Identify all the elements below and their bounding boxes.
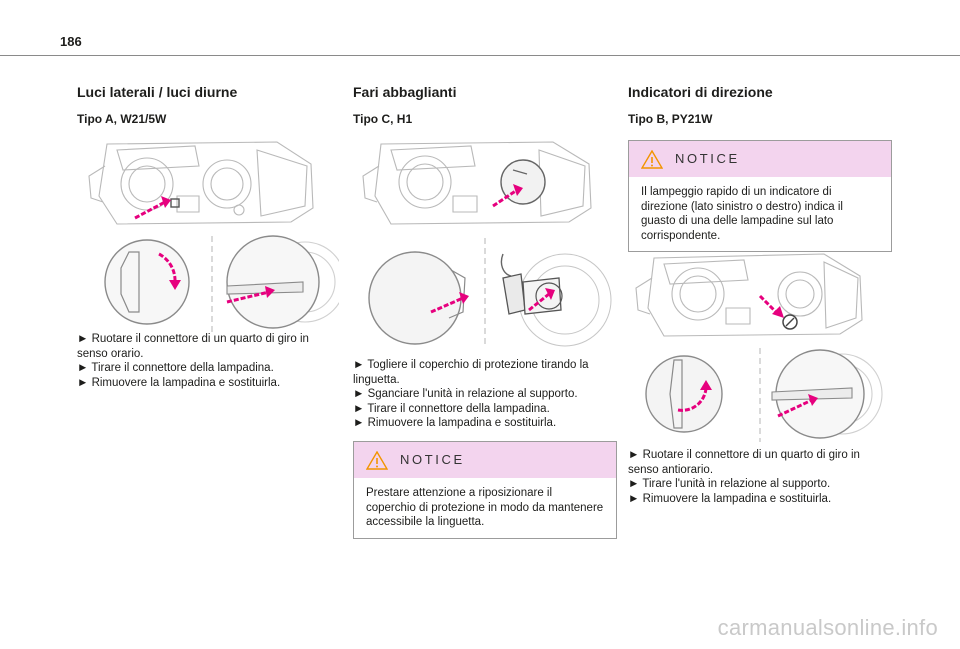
notice-box: NOTICE Prestare attenzione a riposiziona… [353,441,617,539]
page-number: 186 [60,34,82,49]
notice-header: NOTICE [629,141,891,177]
section-subtitle: Tipo B, PY21W [628,112,713,126]
instruction-step: ► Tirare l'unità in relazione al support… [628,478,831,490]
instruction-step: ► Ruotare il connettore di un quarto di … [77,333,309,360]
notice-header: NOTICE [354,442,616,478]
section-title: Indicatori di direzione [628,84,773,100]
instruction-list: ► Togliere il coperchio di protezione ti… [353,358,615,431]
notice-label: NOTICE [400,452,465,467]
notice-box: NOTICE Il lampeggio rapido di un indicat… [628,140,892,252]
instruction-list: ► Ruotare il connettore di un quarto di … [77,332,339,390]
section-title: Fari abbaglianti [353,84,457,100]
notice-label: NOTICE [675,151,740,166]
instruction-step: ► Tirare il connettore della lampadina. [77,362,274,374]
footer-watermark: carmanualsonline.info [717,615,938,640]
section-title: Luci laterali / luci diurne [77,84,238,100]
instruction-step: ► Togliere il coperchio di protezione ti… [353,359,589,386]
warning-icon [641,150,663,169]
instruction-step: ► Rimuovere la lampadina e sostituirla. [353,417,557,429]
header-rule [0,55,960,56]
warning-icon [366,451,388,470]
section-subtitle: Tipo A, W21/5W [77,112,167,126]
instruction-list: ► Ruotare il connettore di un quarto di … [628,448,890,506]
headlamp-type-a-illustration [88,141,339,332]
instruction-step: ► Rimuovere la lampadina e sostituirla. [77,376,281,389]
instruction-step: ► Tirare il connettore della lampadina. [353,402,550,415]
section-subtitle: Tipo C, H1 [353,112,413,126]
instruction-step: ► Rimuovere la lampadina e sostituirla. [628,492,832,505]
headlamp-type-c-illustration [362,141,612,347]
notice-text: Prestare attenzione a riposizionare il c… [366,487,604,528]
instruction-step: ► Ruotare il connettore di un quarto di … [628,449,860,476]
notice-text: Il lampeggio rapido di un indicatore di … [641,186,843,242]
instruction-step: ► Sganciare l'unità in relazione al supp… [353,388,578,400]
headlamp-type-b-illustration [635,253,883,442]
